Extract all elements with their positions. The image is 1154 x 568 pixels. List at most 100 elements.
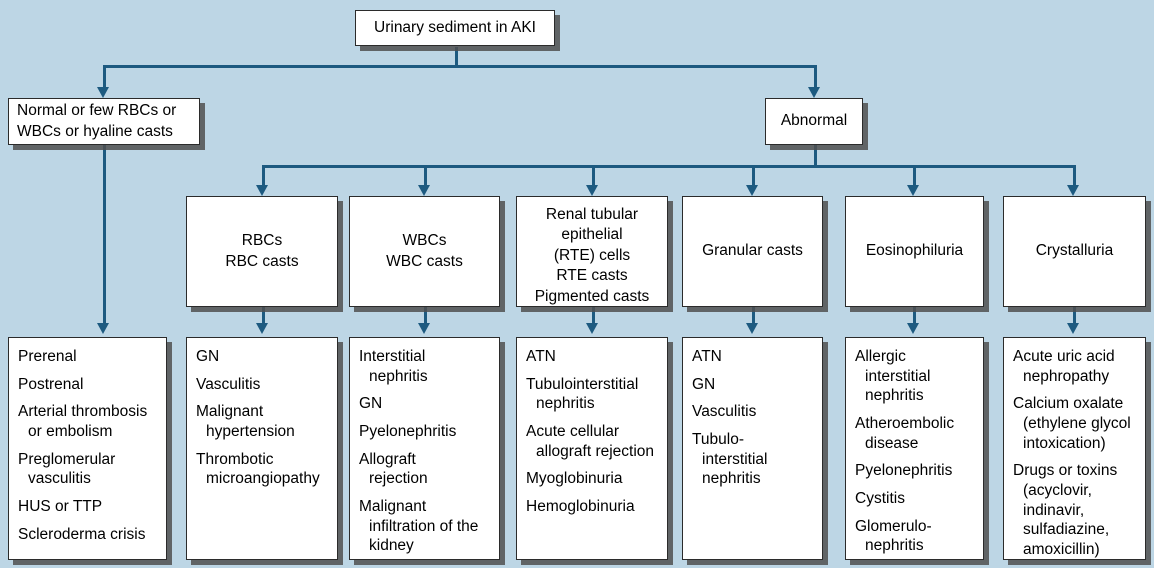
connector-crystal-findings (1073, 307, 1076, 327)
arrow-normal-findings (97, 323, 109, 334)
finding-item: Prerenal (18, 347, 159, 367)
category-line: Pigmented casts (534, 287, 650, 305)
category-lines: Eosinophiluria (846, 241, 983, 261)
finding-item: HUS or TTP (18, 497, 159, 517)
connector-wbcs-findings (424, 307, 427, 327)
node-abnormal-label: Abnormal (780, 112, 848, 130)
finding-item-continuation: vasculitis (28, 470, 91, 488)
finding-item: Preglomerular vasculitis (18, 450, 159, 489)
category-line: Eosinophiluria (865, 242, 964, 260)
finding-item-text: Malignant (196, 403, 264, 421)
finding-item-text: Calcium oxalate (1013, 395, 1124, 413)
connector-eosino-findings (913, 307, 916, 327)
finding-item-continuation: (ethylene glycol (1023, 415, 1131, 433)
finding-item-continuation: amoxicillin) (1023, 541, 1100, 559)
finding-item-continuation: infiltration of the (369, 517, 479, 535)
connector-normal-long (103, 145, 106, 327)
finding-item-continuation: nephropathy (1023, 367, 1110, 385)
finding-item-text: HUS or TTP (18, 498, 103, 516)
finding-item: GN (359, 394, 492, 414)
finding-item-continuation: kidney (369, 537, 414, 555)
category-line: RBC casts (225, 252, 299, 270)
finding-item: Vasculitis (692, 402, 815, 422)
node-category-crystalluria[interactable]: Crystalluria (1003, 196, 1146, 307)
finding-item-text: ATN (692, 348, 722, 365)
finding-item-text: GN (196, 348, 220, 365)
connector-to-normal (103, 65, 106, 89)
connector-bus-granular (752, 165, 755, 187)
arrow-to-normal (97, 87, 109, 98)
finding-item-text: Pyelonephritis (855, 462, 953, 480)
finding-item: Arterial thrombosis or embolism (18, 402, 159, 441)
node-root[interactable]: Urinary sediment in AKI (355, 10, 555, 46)
arrow-to-abnormal (808, 87, 820, 98)
finding-item-text: Acute uric acid (1013, 348, 1115, 365)
finding-item: Cystitis (855, 489, 976, 509)
finding-item: Pyelonephritis (359, 422, 492, 442)
node-root-label: Urinary sediment in AKI (374, 18, 536, 36)
finding-item: Postrenal (18, 375, 159, 395)
finding-item-text: Preglomerular (18, 450, 116, 468)
finding-item-continuation: nephritis (865, 537, 924, 555)
arrow-bus-rte (586, 185, 598, 196)
finding-item-continuation: rejection (369, 470, 428, 488)
connector-granular-findings (752, 307, 755, 327)
finding-item-text: Vasculitis (196, 375, 261, 393)
connector-bus-eosino (913, 165, 916, 187)
finding-item: ATN (526, 347, 660, 367)
finding-item-text: Interstitial (359, 348, 426, 365)
arrow-bus-crystal (1067, 185, 1079, 196)
connector-category-bus (262, 165, 1076, 168)
finding-item-continuation: disease (865, 434, 919, 452)
node-normal[interactable]: Normal or few RBCs or WBCs or hyaline ca… (8, 98, 200, 145)
finding-item-text: Arterial thrombosis (18, 403, 148, 421)
node-normal-label-line2: WBCs or hyaline casts (17, 122, 173, 140)
connector-to-abnormal (814, 65, 817, 89)
finding-item-text: Scleroderma crisis (18, 525, 146, 543)
finding-item-text: Allergic (855, 348, 906, 365)
arrow-bus-rbcs (256, 185, 268, 196)
finding-item: GN (196, 347, 330, 367)
finding-item-continuation: nephritis (369, 367, 428, 385)
node-abnormal[interactable]: Abnormal (765, 98, 863, 145)
finding-item-continuation: microangiopathy (206, 470, 320, 488)
node-category-eosinophiluria[interactable]: Eosinophiluria (845, 196, 984, 307)
finding-item-continuation: nephritis (865, 387, 924, 405)
finding-item-text: Acute cellular (526, 423, 620, 441)
node-category-granular[interactable]: Granular casts (682, 196, 823, 307)
finding-item-text: Hemoglobinuria (526, 498, 635, 516)
category-line: epithelial (561, 226, 623, 244)
finding-item-text: Drugs or toxins (1013, 462, 1118, 480)
connector-bus-wbcs (424, 165, 427, 187)
finding-item-text: Vasculitis (692, 403, 757, 421)
finding-item-text: GN (359, 395, 383, 413)
category-line: Crystalluria (1035, 242, 1114, 260)
finding-item-continuation: or embolism (28, 423, 113, 441)
finding-item: Interstitial nephritis (359, 347, 492, 386)
arrow-eosino-findings (907, 323, 919, 334)
category-lines: Crystalluria (1004, 241, 1145, 261)
arrow-wbcs-findings (418, 323, 430, 334)
finding-item-continuation: indinavir, (1023, 501, 1085, 519)
arrow-crystal-findings (1067, 323, 1079, 334)
